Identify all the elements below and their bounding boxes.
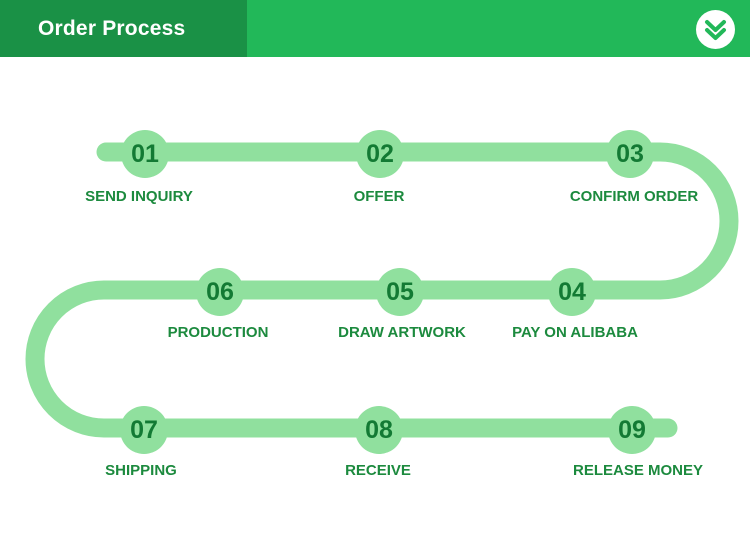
page-title: Order Process (38, 17, 186, 40)
step-06-label: PRODUCTION (167, 324, 269, 341)
step-09-label: RELEASE MONEY (572, 462, 704, 479)
step-08-number: 08 (355, 406, 403, 454)
header-title-tab: Order Process (0, 0, 247, 57)
step-02-label: OFFER (353, 188, 405, 205)
step-05-number: 05 (376, 268, 424, 316)
step-09-number: 09 (608, 406, 656, 454)
step-01-label: SEND INQUIRY (85, 188, 193, 205)
step-07-number: 07 (120, 406, 168, 454)
double-chevron-down-icon (705, 20, 726, 40)
step-04-number: 04 (548, 268, 596, 316)
expand-button[interactable] (696, 10, 735, 49)
step-01-number: 01 (121, 130, 169, 178)
step-05-label: DRAW ARTWORK (338, 324, 466, 341)
step-03-number: 03 (606, 130, 654, 178)
step-04-label: PAY ON ALIBABA (512, 324, 638, 341)
step-07-label: SHIPPING (105, 462, 177, 479)
header-bar: Order Process (0, 0, 750, 57)
step-02-number: 02 (356, 130, 404, 178)
step-06-number: 06 (196, 268, 244, 316)
step-08-label: RECEIVE (345, 462, 411, 479)
step-03-label: CONFIRM ORDER (569, 188, 699, 205)
